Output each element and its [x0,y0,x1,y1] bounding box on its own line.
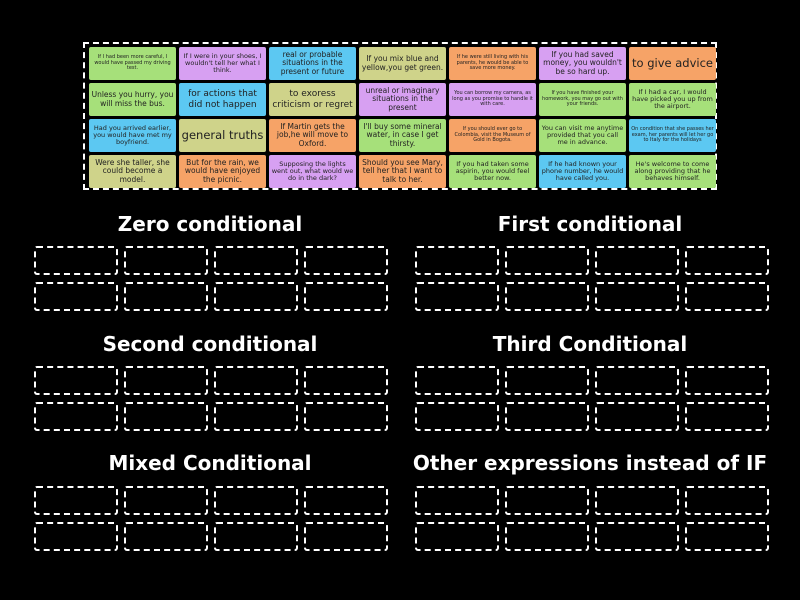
drop-slot[interactable] [505,522,589,551]
drop-slot[interactable] [304,402,388,431]
drop-slot[interactable] [415,402,499,431]
drop-slot[interactable] [685,366,769,395]
sentence-card[interactable]: If you should ever go to Colombia, visit… [449,119,536,152]
drop-slot[interactable] [304,366,388,395]
sentence-card[interactable]: If you have finished your homework, you … [539,83,626,116]
sentence-card[interactable]: for actions that did not happen [179,83,266,116]
sentence-card[interactable]: If I had a car, I would have picked you … [629,83,716,116]
drop-slot[interactable] [505,486,589,515]
sentence-card[interactable]: If you had saved money, you wouldn't be … [539,47,626,80]
sentence-card[interactable]: If you mix blue and yellow,you get green… [359,47,446,80]
drop-slot[interactable] [595,366,679,395]
sentence-card[interactable]: to give advice [629,47,716,80]
sentence-card[interactable]: If I were in your shoes, I wouldn't tell… [179,47,266,80]
drop-slot[interactable] [505,282,589,311]
drop-slot[interactable] [124,402,208,431]
drop-slot[interactable] [124,246,208,275]
second-conditional-dropzone[interactable] [34,366,388,431]
mixed-conditional-heading: Mixed Conditional [108,451,312,475]
drop-slot[interactable] [595,246,679,275]
sentence-card[interactable]: If I had been more careful, I would have… [89,47,176,80]
drop-slot[interactable] [685,246,769,275]
drop-slot[interactable] [685,402,769,431]
sentence-card[interactable]: He's welcome to come along providing tha… [629,155,716,188]
drop-slot[interactable] [415,522,499,551]
sentence-card[interactable]: If Martin gets the job,he will move to O… [269,119,356,152]
sentence-card[interactable]: You can visit me anytime provided that y… [539,119,626,152]
drop-slot[interactable] [214,282,298,311]
other-expressions-dropzone[interactable] [415,486,769,551]
third-conditional-heading: Third Conditional [492,332,688,356]
drop-slot[interactable] [595,402,679,431]
mixed-conditional-dropzone[interactable] [34,486,388,551]
drop-slot[interactable] [304,246,388,275]
drop-slot[interactable] [304,486,388,515]
drop-slot[interactable] [124,282,208,311]
drop-slot[interactable] [415,246,499,275]
drop-slot[interactable] [34,522,118,551]
card-bank: If I had been more careful, I would have… [83,42,717,190]
drop-slot[interactable] [595,282,679,311]
sentence-card[interactable]: If he had known your phone number, he wo… [539,155,626,188]
drop-slot[interactable] [415,366,499,395]
drop-slot[interactable] [415,486,499,515]
sentence-card[interactable]: On condition that she passes her exam, h… [629,119,716,152]
drop-slot[interactable] [34,282,118,311]
drop-slot[interactable] [505,402,589,431]
sentence-card[interactable]: Unless you hurry, you will miss the bus. [89,83,176,116]
sentence-card[interactable]: real or probable situations in the prese… [269,47,356,80]
sentence-card[interactable]: to exoress criticism or regret [269,83,356,116]
first-conditional-heading: First conditional [497,212,683,236]
other-expressions-heading: Other expressions instead of IF [412,451,768,475]
sentence-card[interactable]: Were she taller, she could become a mode… [89,155,176,188]
sentence-card[interactable]: If you had taken some aspirin, you would… [449,155,536,188]
zero-conditional-heading: Zero conditional [117,212,303,236]
drop-slot[interactable] [505,246,589,275]
sentence-card[interactable]: But for the rain, we would have enjoyed … [179,155,266,188]
second-conditional-heading: Second conditional [102,332,318,356]
drop-slot[interactable] [685,486,769,515]
sentence-card[interactable]: You can borrow my camera, as long as you… [449,83,536,116]
card-grid: If I had been more careful, I would have… [89,47,716,188]
sentence-card[interactable]: general truths [179,119,266,152]
sentence-card[interactable]: If he were still living with his parents… [449,47,536,80]
sentence-card[interactable]: Had you arrived earlier, you would have … [89,119,176,152]
drop-slot[interactable] [124,366,208,395]
drop-slot[interactable] [685,522,769,551]
drop-slot[interactable] [505,366,589,395]
drop-slot[interactable] [124,522,208,551]
sentence-card[interactable]: Supposing the lights went out, what woul… [269,155,356,188]
drop-slot[interactable] [34,402,118,431]
drop-slot[interactable] [34,366,118,395]
sentence-card[interactable]: Should you see Mary, tell her that I wan… [359,155,446,188]
drop-slot[interactable] [124,486,208,515]
drop-slot[interactable] [304,522,388,551]
drop-slot[interactable] [214,486,298,515]
drop-slot[interactable] [214,246,298,275]
drop-slot[interactable] [304,282,388,311]
drop-slot[interactable] [595,486,679,515]
drop-slot[interactable] [595,522,679,551]
third-conditional-dropzone[interactable] [415,366,769,431]
drop-slot[interactable] [214,522,298,551]
drop-slot[interactable] [415,282,499,311]
drop-slot[interactable] [34,486,118,515]
drop-slot[interactable] [685,282,769,311]
drop-slot[interactable] [214,366,298,395]
first-conditional-dropzone[interactable] [415,246,769,311]
drop-slot[interactable] [34,246,118,275]
sentence-card[interactable]: unreal or imaginary situations in the pr… [359,83,446,116]
sentence-card[interactable]: I'll buy some mineral water, in case I g… [359,119,446,152]
drop-slot[interactable] [214,402,298,431]
zero-conditional-dropzone[interactable] [34,246,388,311]
